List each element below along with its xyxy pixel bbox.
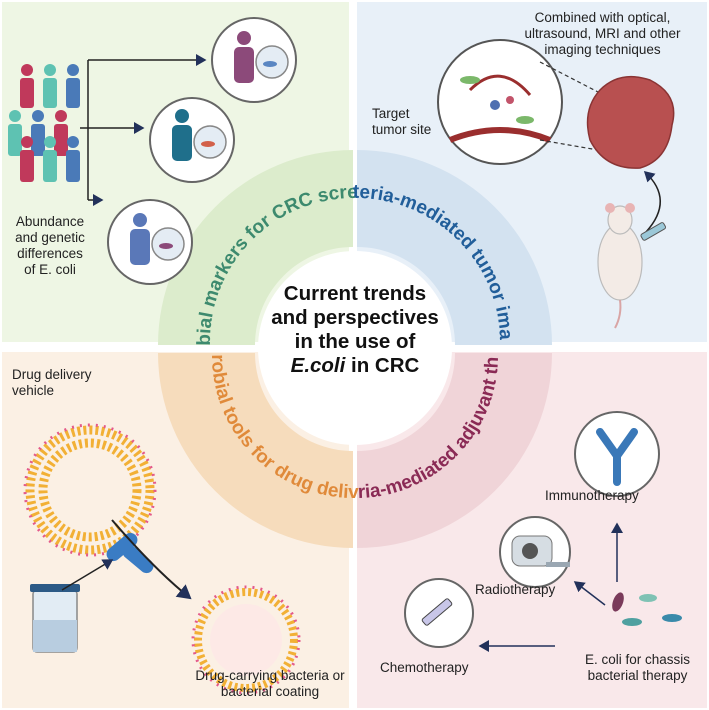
abundance-caption-line-3: differences xyxy=(17,246,83,261)
center-title-line-1: Current trends xyxy=(283,282,427,305)
vehicle-caption-line-1: Drug delivery xyxy=(12,367,92,382)
imaging-caption-line-1: Combined with optical, xyxy=(534,10,671,25)
mri-machine-icon xyxy=(499,516,571,588)
radiotherapy-label: Radiotherapy xyxy=(475,582,556,597)
chassis-caption-line-2: bacterial therapy xyxy=(587,668,688,683)
vial-icon xyxy=(30,584,80,653)
carrying-caption-line-2: bacterial coating xyxy=(220,684,320,699)
syringe-icon xyxy=(640,222,667,241)
vehicle-caption-line-2: vehicle xyxy=(12,383,55,398)
population-icon xyxy=(8,64,80,182)
vesicle-icon xyxy=(23,423,157,557)
person-circle-3 xyxy=(107,199,193,285)
ecoli-italic: E.coli xyxy=(290,354,346,377)
loaded-vesicle-icon xyxy=(191,585,301,695)
imaging-caption-line-2: ultrasound, MRI and other xyxy=(524,26,681,41)
arrow-to-radiotherapy xyxy=(573,581,606,606)
chemotherapy-label: Chemotherapy xyxy=(380,660,469,675)
bacteria-cluster-icon xyxy=(612,592,682,626)
person-circle-2 xyxy=(149,97,235,183)
tumor-arrow xyxy=(643,170,661,233)
ring-segment-imaging xyxy=(357,150,552,345)
tumor-icon xyxy=(586,75,675,169)
ring-segment-therapy xyxy=(357,353,552,548)
immunotherapy-label: Immunotherapy xyxy=(545,488,639,503)
center-title-line-4: E.coli in CRC xyxy=(250,354,460,378)
center-title: Current trends and perspectives in the u… xyxy=(250,282,460,378)
zoom-line-2 xyxy=(539,139,599,151)
abundance-caption-line-4: of E. coli xyxy=(24,262,76,277)
center-title-line-2: and perspectives xyxy=(271,306,439,329)
abundance-caption-line-1: Abundance xyxy=(15,214,85,229)
vehicle-caption: Drug delivery vehicle xyxy=(12,367,142,399)
abundance-caption: Abundance and genetic differences of E. … xyxy=(5,214,95,278)
imaging-techniques-caption: Combined with optical, ultrasound, MRI a… xyxy=(500,10,705,58)
delivery-arrow xyxy=(111,519,192,600)
target-tumor-caption: Target tumor site xyxy=(372,106,462,138)
antibody-icon xyxy=(574,411,660,497)
ring-segment-delivery xyxy=(158,353,353,548)
center-title-line-3: in the use of xyxy=(294,330,416,353)
chassis-therapy-caption: E. coli for chassis bacterial therapy xyxy=(570,652,705,684)
center-title-line-4-rest: in CRC xyxy=(345,354,420,377)
vial-arrow xyxy=(61,559,114,591)
ring-segment-screening xyxy=(158,150,353,345)
drug-carrying-caption: Drug-carrying bacteria or bacterial coat… xyxy=(190,668,350,700)
tumor-microscope-icon xyxy=(437,39,563,165)
target-caption-line-2: tumor site xyxy=(372,122,432,137)
zoom-line-1 xyxy=(539,61,599,93)
chassis-caption-line-1: E. coli for chassis xyxy=(584,652,691,667)
center-disc xyxy=(258,251,452,445)
target-caption-line-1: Target xyxy=(372,106,410,121)
abundance-caption-line-2: and genetic xyxy=(15,230,85,245)
carrying-caption-line-1: Drug-carrying bacteria or xyxy=(195,668,345,683)
mouse-icon xyxy=(597,203,643,329)
imaging-caption-line-3: imaging techniques xyxy=(544,42,661,57)
syringe-chemo-icon xyxy=(404,578,474,648)
person-circle-1 xyxy=(211,17,297,103)
